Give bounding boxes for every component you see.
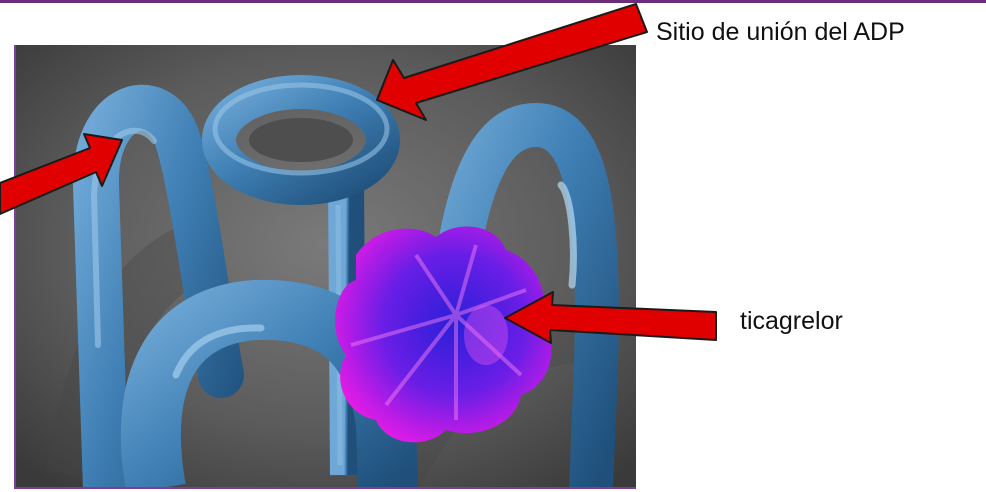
label-adp-binding-site: Sitio de unión del ADP <box>656 18 905 47</box>
label-ticagrelor: ticagrelor <box>740 307 843 336</box>
protein-illustration <box>14 45 636 489</box>
top-accent-rule <box>0 0 986 3</box>
